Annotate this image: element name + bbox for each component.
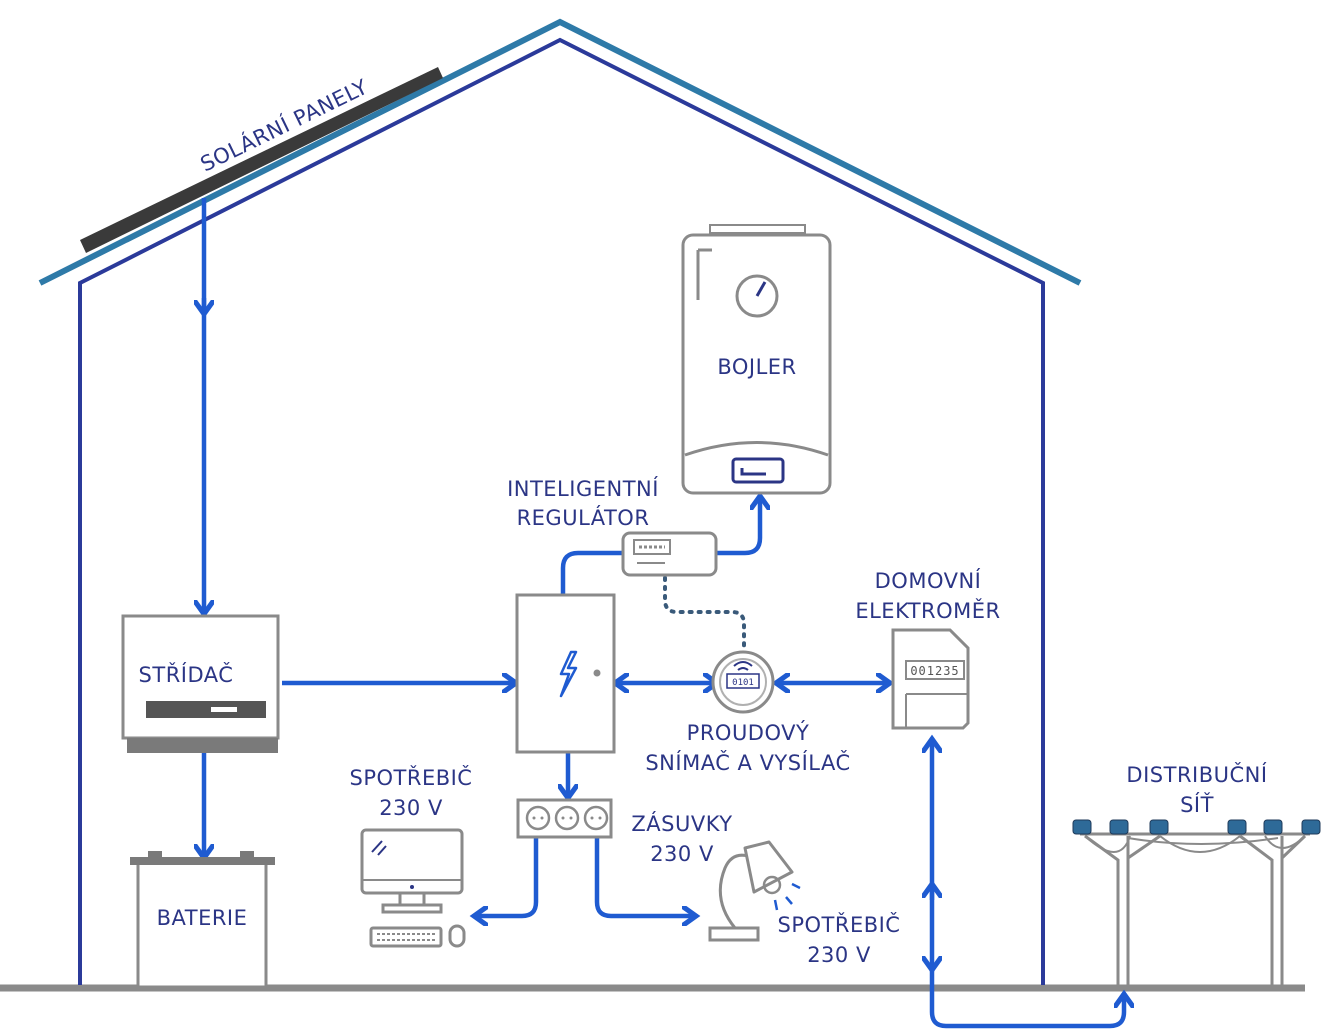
consumer-right-label-line2: 230 V [807,943,871,967]
sensor-label-line1: PROUDOVÝ [687,720,810,745]
inverter-label: STŘÍDAČ [139,662,234,687]
consumer-right-label-line1: SPOTŘEBIČ [778,912,901,937]
intelligent-regulator [621,531,718,577]
current-sensor: 0101 [711,650,775,714]
regulator-label-line2: REGULÁTOR [517,505,650,530]
house-wall [78,37,1045,985]
gauge-icon [735,274,779,318]
regulator-to-boiler-line [716,498,760,556]
battery [130,851,275,989]
wifi-icon [733,661,753,671]
lamp-icon [708,840,801,942]
consumer-left-label-line1: SPOTŘEBIČ [350,765,473,790]
sensor-label-line2: SNÍMAČ A VYSÍLAČ [645,750,850,775]
meter-label-line2: ELEKTROMĚR [855,598,1000,623]
meter-label-line1: DOMOVNÍ [875,568,982,593]
computer-icon [360,828,466,948]
grid-label-line1: DISTRIBUČNÍ [1126,762,1267,787]
sockets [516,798,613,839]
grid-label-line2: SÍŤ [1180,792,1214,817]
flow-lines [204,198,1124,1029]
lightning-icon [559,650,578,698]
house-meter [891,628,970,730]
distribution-panel [515,593,616,754]
sockets-label-line1: ZÁSUVKY [631,811,732,836]
inverter [121,614,280,753]
sensor-display: 0101 [732,678,754,688]
panel-to-regulator-line [560,550,623,594]
sockets-to-lamp-line [594,838,694,916]
wireless-link [663,576,746,650]
meter-reading: 001235 [910,664,959,678]
grid-pylon [1072,819,1321,985]
battery-label: BATERIE [157,906,248,930]
consumer-left-label-line2: 230 V [379,796,443,820]
sockets-to-computer-line [476,838,539,916]
regulator-label-line1: INTELIGENTNÍ [507,476,659,501]
boiler-label: BOJLER [717,355,796,379]
underground-cable [929,968,1124,1029]
roof-outline [38,18,1082,286]
sockets-label-line2: 230 V [650,842,714,866]
solar-panels [80,67,443,253]
boiler [681,224,832,495]
